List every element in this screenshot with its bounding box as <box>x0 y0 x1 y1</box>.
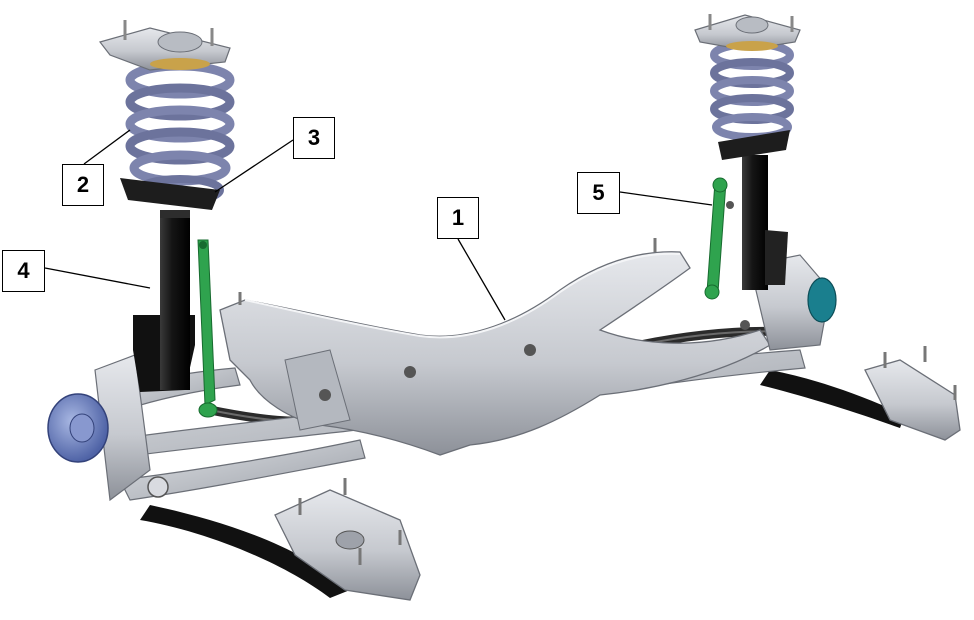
callout-5-label: 5 <box>592 180 605 205</box>
right-strut <box>742 155 788 290</box>
callout-3-label: 3 <box>307 125 321 150</box>
leader-line-4 <box>44 267 151 289</box>
ground-shadows <box>140 370 905 598</box>
callout-1-label: 1 <box>451 205 465 230</box>
left-control-arm <box>94 354 366 502</box>
leader-line-3 <box>214 139 294 193</box>
leader-line-2 <box>83 129 131 165</box>
callout-2: 2 <box>62 164 104 206</box>
right-top-mount <box>694 14 801 51</box>
right-coil-spring <box>710 40 794 160</box>
left-top-mount <box>98 20 231 71</box>
leader-line-1 <box>457 238 506 321</box>
leader-lines <box>44 129 713 321</box>
left-wheel-hub <box>47 393 109 463</box>
right-stabilizer-link <box>704 177 734 300</box>
left-strut <box>133 210 195 392</box>
left-stabilizer-link <box>197 239 218 418</box>
callout-4: 4 <box>2 250 45 292</box>
callout-1: 1 <box>437 197 479 239</box>
leader-line-5 <box>619 191 713 206</box>
left-spring-seat <box>120 178 220 210</box>
callout-5: 5 <box>577 172 620 214</box>
left-coil-spring <box>125 61 235 205</box>
callout-4-label: 4 <box>17 258 30 283</box>
left-mount-bracket <box>274 478 421 601</box>
callout-3: 3 <box>293 117 335 159</box>
callout-2-label: 2 <box>76 172 90 197</box>
right-mount-bracket <box>864 346 961 441</box>
subframe-crossmember <box>109 238 806 459</box>
